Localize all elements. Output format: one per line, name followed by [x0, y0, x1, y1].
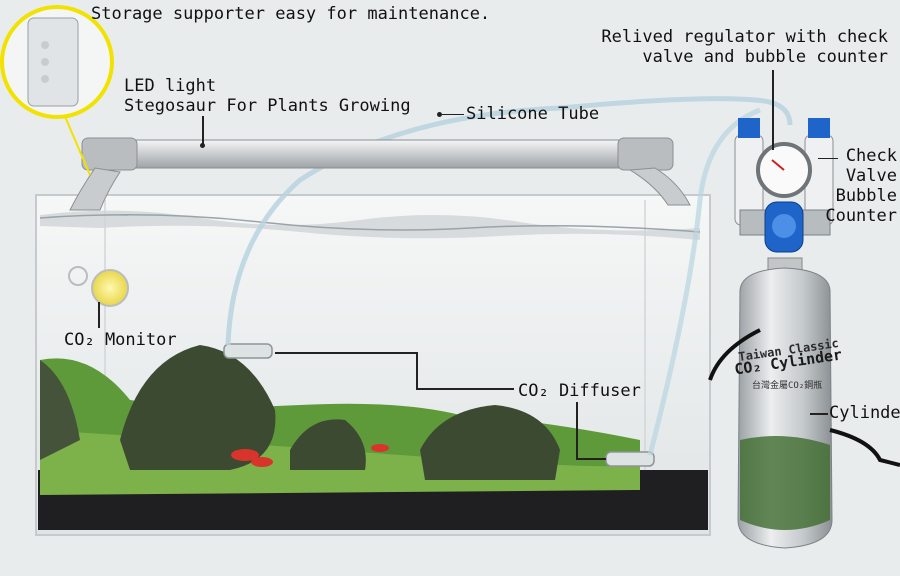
check-valve-label: Check Valve Bubble Counter [825, 146, 897, 226]
co2-diffuser-label: CO₂ Diffuser [518, 381, 641, 401]
led-light-label-line2: Stegosaur For Plants Growing [124, 96, 411, 116]
check-valve-label-line4: Counter [825, 206, 897, 226]
water-surface [40, 210, 700, 240]
regulator-pointer-line [772, 70, 774, 150]
silicone-tube [225, 96, 793, 346]
diffuser-pointer-v [416, 352, 418, 390]
diffuser-pointer-h1 [275, 352, 418, 354]
co2-diffuser-device-2 [605, 451, 655, 467]
bottle-subtitle: 台灣金屬CO₂鋼瓶 [752, 381, 823, 391]
regulator-label-line1: Relived regulator with check [601, 27, 888, 47]
silicone-pointer-line [442, 114, 464, 115]
led-pointer-dot [200, 143, 205, 148]
co2-monitor-pointer-line [98, 302, 100, 328]
rock-large [120, 345, 276, 470]
regulator-label-line2: valve and bubble counter [642, 47, 888, 67]
diffuser2-pointer-v [576, 402, 578, 460]
led-pointer-line [202, 116, 204, 146]
cylinder-pointer-line [810, 413, 828, 415]
diffuser2-pointer-h [576, 458, 606, 460]
check-valve-label-line2: Valve [845, 166, 897, 186]
check-valve-pointer-line [818, 158, 838, 159]
storage-label: Storage supporter easy for maintenance. [91, 4, 491, 24]
check-valve-label-line1: Check [845, 146, 897, 166]
cylinder-label: Cylinder [829, 403, 900, 423]
led-light-label: LED light Stegosaur For Plants Growing [124, 76, 411, 116]
shrimp [231, 444, 389, 467]
co2-monitor-device [68, 266, 129, 307]
co2-regulator [734, 118, 834, 253]
regulator-label: Relived regulator with check valve and b… [601, 27, 888, 67]
silicone-tube-label: Silicone Tube [466, 104, 600, 124]
check-valve-label-line3: Bubble [835, 186, 897, 206]
silicone-pointer-dot [437, 112, 442, 117]
co2-diffuser-device [223, 343, 273, 359]
diffuser-pointer-h2 [416, 388, 514, 390]
co2-cylinder [737, 257, 833, 549]
led-light-label-line1: LED light [124, 76, 217, 96]
co2-monitor-label: CO₂ Monitor [64, 330, 177, 350]
